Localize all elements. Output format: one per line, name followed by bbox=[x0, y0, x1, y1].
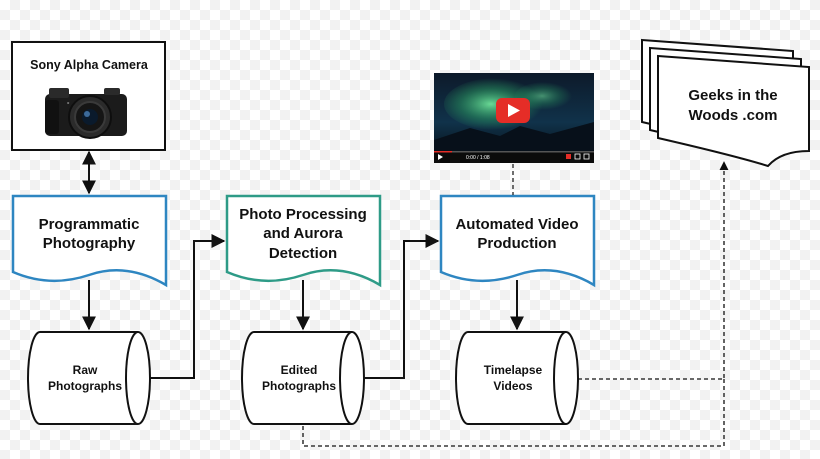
store-edited-photographs: Edited Photographs bbox=[241, 331, 365, 425]
arrow-timelapse-to-website bbox=[578, 161, 729, 380]
website-page-front bbox=[657, 54, 810, 168]
store-line: Timelapse bbox=[484, 363, 543, 377]
store-timelapse-videos: Timelapse Videos bbox=[455, 331, 579, 425]
process-shape bbox=[225, 194, 382, 288]
process-shape bbox=[11, 194, 168, 288]
camera-label: Sony Alpha Camera bbox=[30, 58, 149, 72]
store-line: Photographs bbox=[48, 379, 122, 393]
process-line: Automated Video bbox=[455, 216, 578, 233]
website-node: Geeks in the Woods .com bbox=[641, 38, 810, 168]
process-line: Photography bbox=[43, 235, 136, 252]
store-line: Photographs bbox=[262, 379, 336, 393]
video-time: 0:00 / 1:08 bbox=[466, 155, 490, 161]
process-line: and Aurora bbox=[263, 225, 343, 242]
camera-node: Sony Alpha Camera α bbox=[11, 41, 166, 151]
process-photo-processing: Photo Processing and Aurora Detection bbox=[225, 194, 382, 288]
video-thumbnail: 0:00 / 1:08 bbox=[434, 73, 594, 163]
arrow-edited-to-video bbox=[364, 234, 440, 379]
process-shape bbox=[439, 194, 596, 288]
camera-icon: α bbox=[45, 88, 127, 139]
store-shape bbox=[27, 331, 151, 425]
process-line: Programmatic bbox=[39, 216, 140, 233]
svg-text:α: α bbox=[67, 100, 70, 105]
store-shape bbox=[241, 331, 365, 425]
process-programmatic-photography: Programmatic Photography bbox=[11, 194, 168, 288]
website-line: Geeks in the bbox=[688, 87, 777, 104]
process-automated-video: Automated Video Production bbox=[439, 194, 596, 288]
store-shape bbox=[455, 331, 579, 425]
process-line: Production bbox=[477, 235, 556, 252]
youtube-play-icon bbox=[496, 98, 530, 123]
process-line: Photo Processing bbox=[239, 206, 367, 223]
store-line: Edited bbox=[281, 363, 318, 377]
website-line: Woods .com bbox=[689, 107, 778, 124]
process-line: Detection bbox=[269, 245, 337, 262]
arrow-raw-to-processing bbox=[150, 234, 226, 379]
arrow-edited-to-website bbox=[302, 379, 725, 447]
store-raw-photographs: Raw Photographs bbox=[27, 331, 151, 425]
store-line: Videos bbox=[493, 379, 532, 393]
store-line: Raw bbox=[73, 363, 98, 377]
